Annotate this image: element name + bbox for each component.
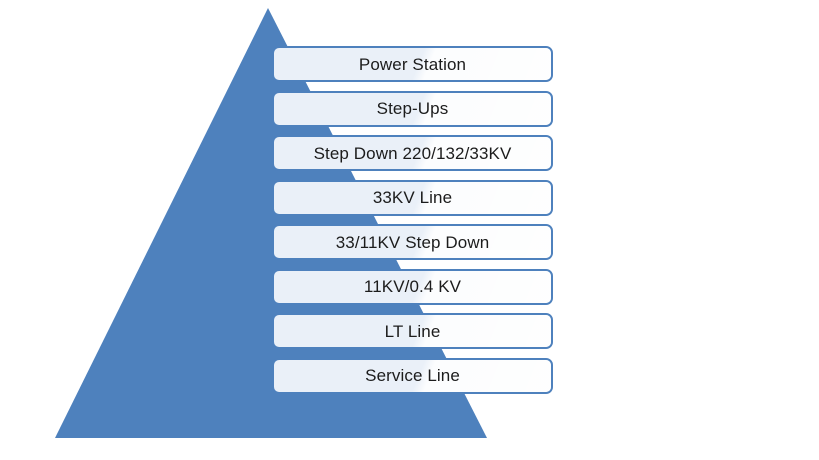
- pyramid-level-8-label: Service Line: [365, 366, 460, 386]
- pyramid-level-7-label: LT Line: [384, 321, 441, 341]
- pyramid-level-3[interactable]: Step Down 220/132/33KV: [272, 135, 553, 172]
- pyramid-level-2-label: Step-Ups: [376, 99, 449, 119]
- pyramid-level-1-label: Power Station: [358, 54, 467, 74]
- pyramid-level-list: Power Station Step-Ups Step Down 220/132…: [272, 46, 553, 394]
- pyramid-level-4-label: 33KV Line: [372, 188, 453, 208]
- pyramid-level-5[interactable]: 33/11KV Step Down: [272, 224, 553, 261]
- pyramid-level-3-label: Step Down 220/132/33KV: [313, 143, 512, 163]
- pyramid-level-6[interactable]: 11KV/0.4 KV: [272, 268, 553, 305]
- pyramid-level-5-label: 33/11KV Step Down: [335, 232, 490, 252]
- pyramid-level-1[interactable]: Power Station: [272, 46, 553, 82]
- pyramid-level-6-label: 11KV/0.4 KV: [363, 277, 462, 297]
- pyramid-level-2[interactable]: Step-Ups: [272, 90, 553, 127]
- pyramid-level-4[interactable]: 33KV Line: [272, 179, 553, 216]
- pyramid-level-7[interactable]: LT Line: [272, 313, 553, 350]
- pyramid-level-8[interactable]: Service Line: [272, 357, 553, 394]
